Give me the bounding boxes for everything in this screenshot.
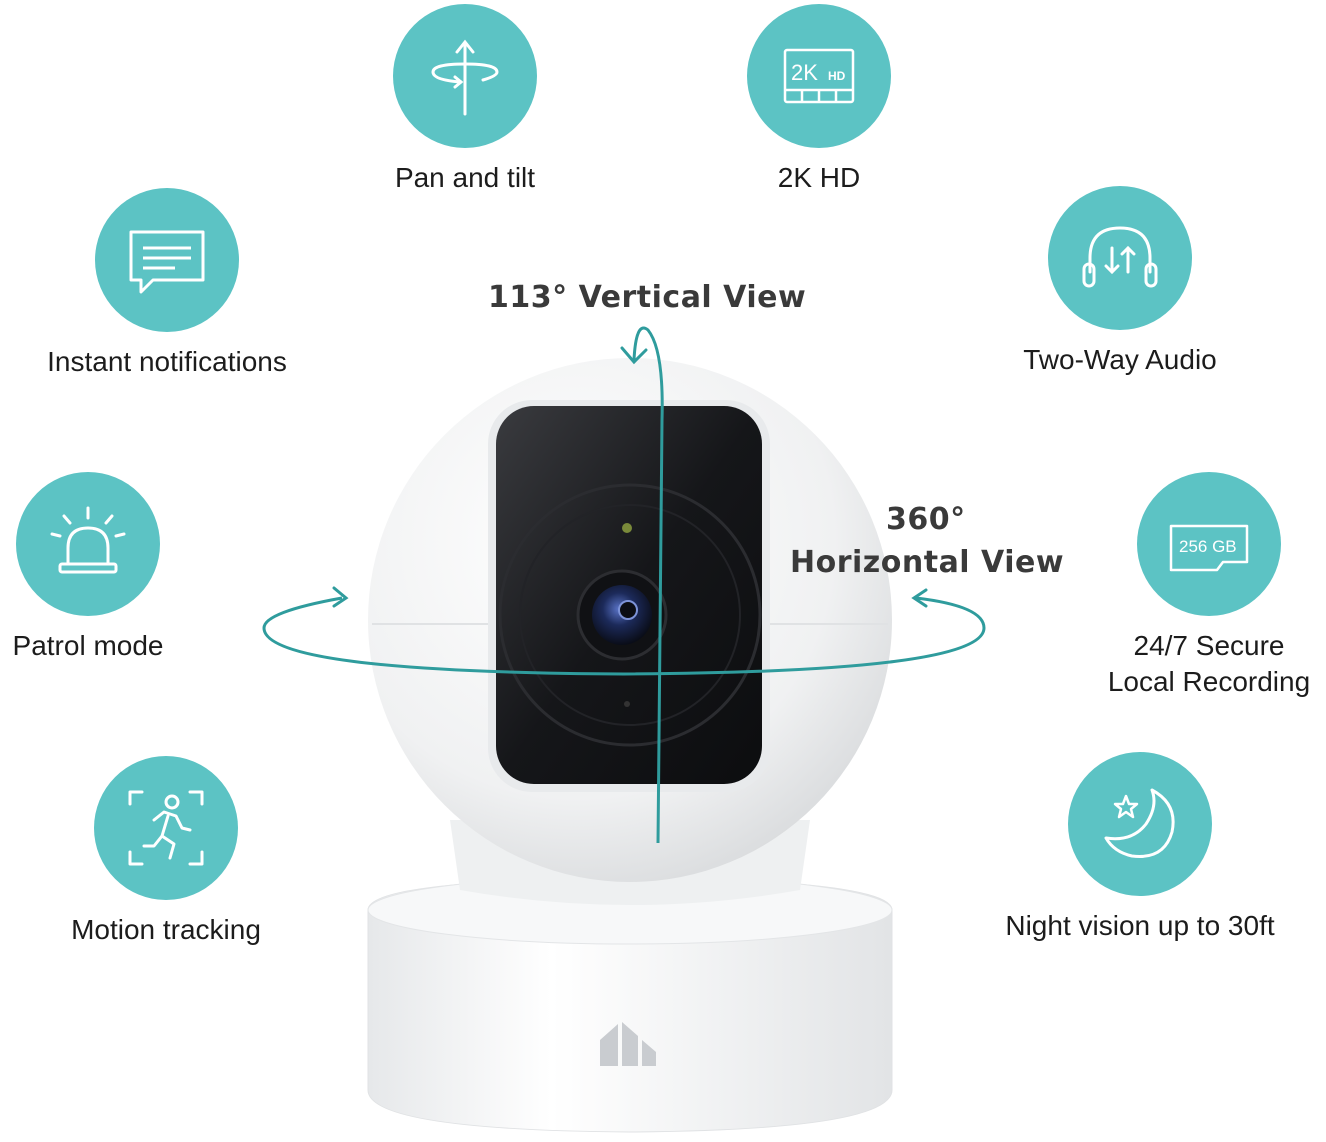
pan-tilt-icon: [393, 4, 537, 148]
2k-text: 2K: [791, 60, 818, 85]
horizontal-view-arc: [262, 586, 986, 676]
feature-instant-notifications: Instant notifications: [22, 188, 312, 380]
feature-pan-tilt: Pan and tilt: [392, 4, 538, 196]
brand-logo: [600, 1022, 656, 1066]
feature-label: Instant notifications: [47, 346, 287, 377]
camera-base: [367, 875, 893, 1133]
message-icon: [95, 188, 239, 332]
moon-star-icon: [1068, 752, 1212, 896]
feature-label-line1: 24/7 Secure: [1133, 630, 1285, 661]
horizontal-view-label-line2: Horizontal View: [790, 545, 1065, 580]
feature-label: Patrol mode: [12, 630, 164, 661]
feature-label: Two-Way Audio: [1023, 344, 1217, 375]
feature-patrol-mode: Patrol mode: [0, 472, 176, 664]
vertical-view-arc: [620, 326, 664, 844]
feature-label: 24/7 Secure Local Recording: [1108, 628, 1310, 700]
feature-two-way-audio: Two-Way Audio: [1002, 186, 1238, 378]
feature-night-vision: Night vision up to 30ft: [978, 752, 1302, 944]
horizontal-view-label-line1: 360°: [886, 502, 966, 537]
storage-text: 256 GB: [1179, 537, 1237, 556]
camera-illustration: [262, 326, 986, 1133]
feature-label: Night vision up to 30ft: [1005, 910, 1275, 941]
sd-card-icon: 256 GB: [1137, 472, 1281, 616]
feature-label: Motion tracking: [71, 914, 261, 945]
vertical-view-label: 113° Vertical View: [488, 280, 807, 315]
feature-label: 2K HD: [777, 162, 861, 193]
feature-motion-tracking: Motion tracking: [50, 756, 282, 948]
feature-label: Pan and tilt: [394, 162, 536, 193]
headphones-icon: [1048, 186, 1192, 330]
feature-label-line2: Local Recording: [1107, 666, 1311, 697]
running-person-icon: [94, 756, 238, 900]
feature-2k-hd: 2K HD 2K HD: [746, 4, 892, 196]
feature-local-recording: 256 GB 24/7 Secure Local Recording: [1092, 472, 1326, 700]
2k-hd-icon: 2K HD: [747, 4, 891, 148]
alarm-light-icon: [16, 472, 160, 616]
hd-text: HD: [828, 69, 846, 83]
